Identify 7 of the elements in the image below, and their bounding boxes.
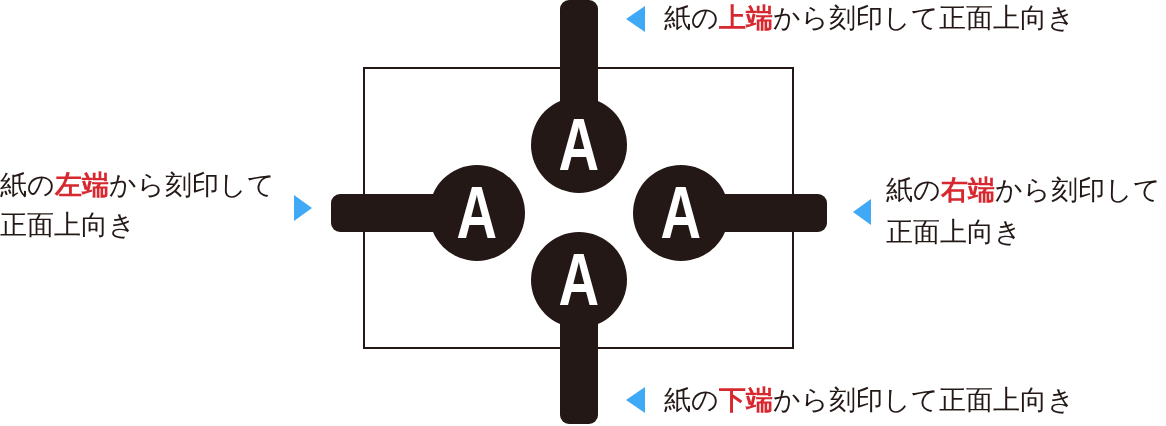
stamp: A [633, 165, 827, 261]
stamp: A [531, 0, 627, 193]
instruction-text: 紙の下端から刻印して正面上向き [664, 383, 1075, 417]
instruction-text: 紙の左端から刻印して正面上向き [0, 168, 276, 242]
instruction-text: 紙の上端から刻印して正面上向き [664, 1, 1075, 35]
instruction-text: 紙の右端から刻印して正面上向き [886, 173, 1162, 249]
stamp: A [331, 165, 525, 261]
